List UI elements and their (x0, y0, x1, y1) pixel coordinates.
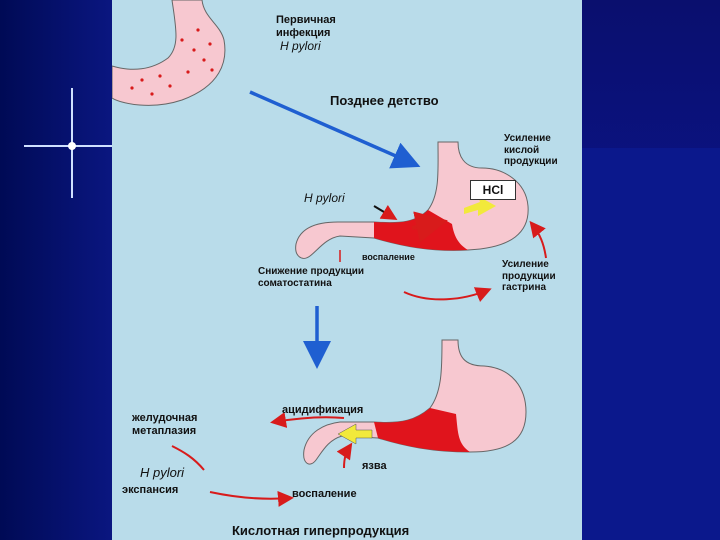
yellow-arrow-2 (464, 196, 496, 216)
diagram-panel: Первичная инфекция H pylori Позднее детс… (112, 0, 582, 540)
label-late-childhood: Позднее детство (330, 93, 439, 108)
yellow-arrow-3 (337, 423, 373, 445)
red-arrow-acidification (270, 412, 345, 428)
label-increase-gastrin: Усиление продукции гастрина (502, 259, 556, 293)
red-arrow-somatostatin (403, 287, 492, 302)
sparkle-icon (24, 88, 124, 198)
label-acid-hyperproduction: Кислотная гиперпродукция (232, 523, 410, 538)
stomach-1 (112, 0, 226, 106)
label-acidification: ацидификация (282, 404, 364, 416)
bacteria-dots (130, 28, 214, 96)
label-expansion: экспансия (122, 484, 179, 496)
label-ulcer: язва (362, 460, 387, 472)
label-increase-acid: Усиление кислой продукции (504, 133, 558, 167)
label-h-pylori-2: H pylori (304, 191, 345, 205)
label-inflammation-1: воспаление (362, 252, 415, 262)
label-primary-infection: Первичная инфекция (276, 14, 336, 39)
red-arrow-metaplasia (171, 445, 205, 471)
red-arrow-gastrin (529, 220, 547, 259)
blue-arrow-1 (249, 90, 421, 169)
label-hcl: HCl (470, 180, 516, 200)
red-arrow-expansion (209, 490, 294, 507)
left-strip (0, 0, 112, 540)
label-gastric-metaplasia: желудочная метаплазия (132, 412, 198, 437)
label-inflammation-2: воспаление (292, 488, 357, 500)
acid-arrow-2 (411, 211, 448, 243)
pointer-line (373, 204, 398, 221)
inflamed-antrum-3 (374, 408, 470, 452)
label-reduced-somatostatin: Снижение продукции соматостатина (258, 266, 365, 289)
diagram-svg (112, 0, 547, 507)
label-h-pylori-1: H pylori (280, 39, 321, 53)
red-arrow-ulcer (336, 442, 353, 469)
stomach-2 (295, 141, 529, 259)
label-h-pylori-3: H pylori (140, 465, 185, 480)
